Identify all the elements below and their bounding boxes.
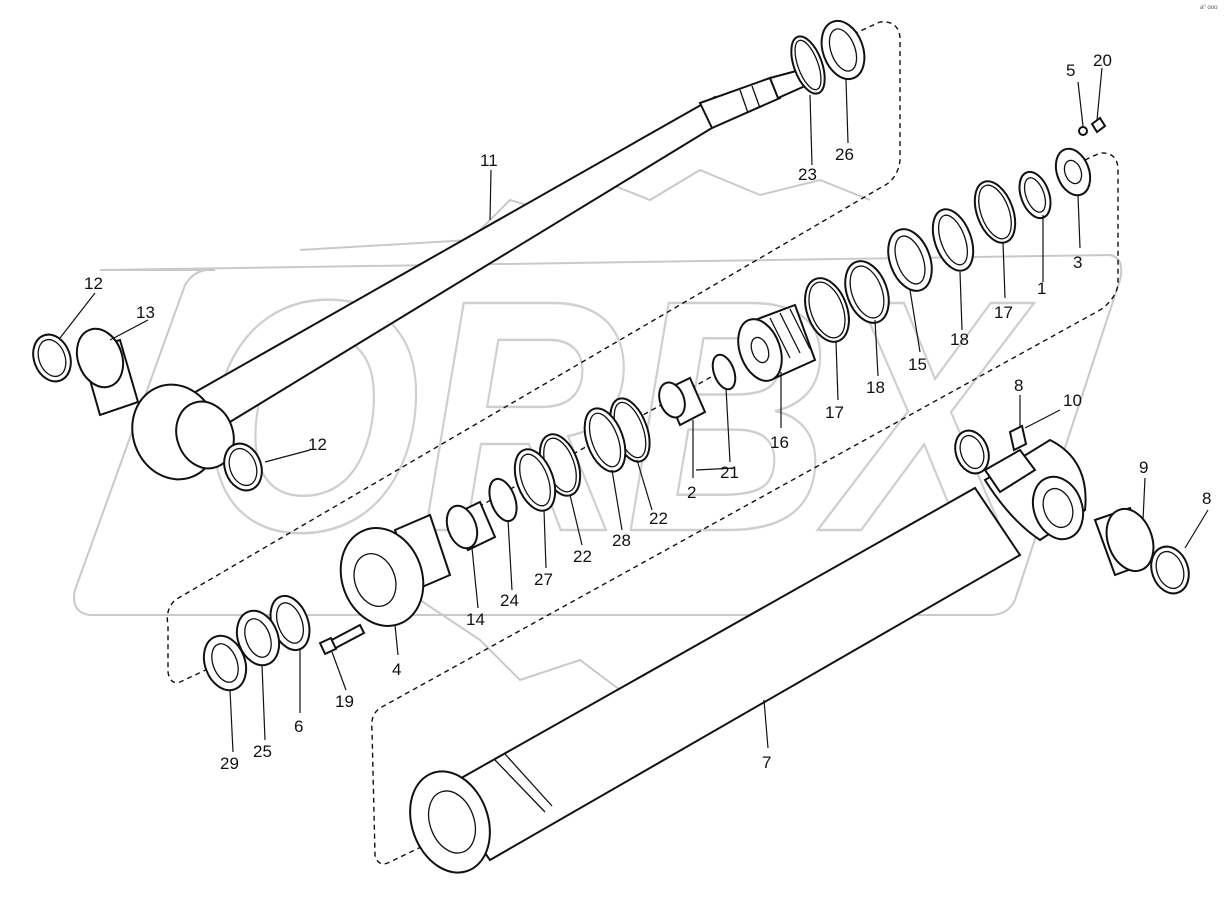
head-wiper-rings [202,594,311,692]
label-part-28: 28 [612,531,631,550]
label-part-20: 20 [1093,51,1112,70]
label-part-16: 16 [770,433,789,452]
label-part-8b: 8 [1202,489,1211,508]
label-part-18b: 18 [950,330,969,349]
label-part-7: 7 [762,753,771,772]
piston [737,303,817,382]
piston-rod [131,68,807,481]
label-part-10: 10 [1063,391,1082,410]
piston-seal-rings [804,170,1052,343]
piston-nut-and-setscrew [1054,116,1107,197]
cylinder-head [318,513,452,656]
rod-end-bushing-and-seals [32,327,263,492]
label-part-22a: 22 [649,509,668,528]
label-part-17b: 17 [994,303,1013,322]
label-part-24: 24 [500,591,519,610]
label-part-14: 14 [466,610,485,629]
label-part-12a: 12 [84,274,103,293]
leader-lines [59,67,1209,753]
rod-end-rings [790,19,866,95]
label-part-3: 3 [1073,253,1082,272]
part-labels: 1 2 3 4 5 6 7 8 8 9 10 11 12 12 13 14 15… [84,51,1211,773]
label-part-4: 4 [392,660,401,679]
head-seal-rings [445,397,651,552]
label-part-27: 27 [534,570,553,589]
corner-mark: a⁰ ooo [1200,4,1218,11]
label-part-8a: 8 [1014,376,1023,395]
label-part-23: 23 [798,165,817,184]
label-part-12b: 12 [308,435,327,454]
label-part-2: 2 [687,483,696,502]
label-part-15: 15 [908,355,927,374]
label-part-19: 19 [335,692,354,711]
cylinder-tube [409,424,1087,874]
label-part-22b: 22 [573,547,592,566]
label-part-18a: 18 [866,378,885,397]
cushion-ring [658,353,737,427]
tube-end-bushing-and-seals [954,429,1190,595]
label-part-6: 6 [294,717,303,736]
label-part-5: 5 [1066,61,1075,80]
label-part-13: 13 [136,303,155,322]
label-part-21: 21 [720,463,739,482]
label-part-25: 25 [253,742,272,761]
label-part-26: 26 [835,145,854,164]
label-part-17a: 17 [825,403,844,422]
label-part-11: 11 [480,151,498,170]
label-part-29: 29 [220,754,239,773]
label-part-9: 9 [1139,458,1148,477]
label-part-1: 1 [1037,279,1046,298]
